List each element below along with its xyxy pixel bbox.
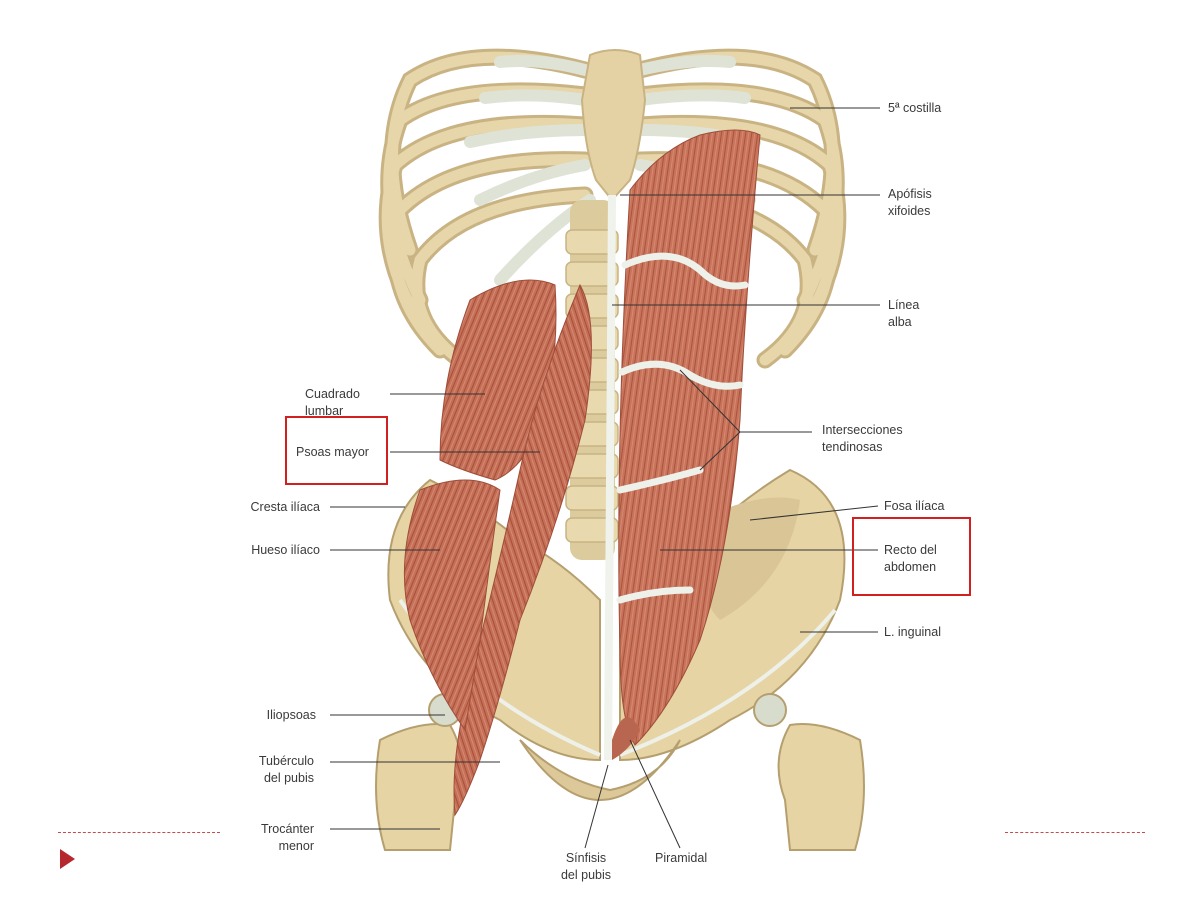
label-trochanter-line2: menor [278,839,314,853]
highlight-box-rectus [852,517,971,596]
rib-cage [378,48,847,369]
label-iliac-crest: Cresta ilíaca [250,500,320,514]
linea-alba [604,194,616,761]
psoas-major-muscle [453,283,592,817]
pyramidalis-muscle [612,717,640,760]
leader-lines [330,107,880,849]
label-inguinal-ligament: L. inguinal [884,625,941,639]
dashed-divider-left [58,832,220,833]
label-iliac-fossa: Fosa ilíaca [884,499,945,513]
label-iliopsoas: Iliopsoas [266,708,316,722]
iliacus-muscle [403,479,501,732]
label-psoas-major: Psoas mayor [296,445,369,459]
play-triangle-icon [60,849,75,869]
label-rectus-line2: abdomen [884,560,937,574]
label-symphysis-line2: del pubis [560,868,612,882]
label-pubic-symphysis: Sínfisis del pubis [556,850,616,884]
label-xiphoid-line1: Apófisis [888,187,932,201]
label-intersections-line2: tendinosas [822,440,883,454]
label-xiphoid-line2: xifoides [888,204,931,218]
label-quadratus-line2: lumbar [305,404,344,418]
label-quadratus-lumborum: Cuadrado lumbar [305,386,360,420]
sternum [580,49,647,202]
label-tendinous-intersections: Intersecciones tendinosas [822,422,903,456]
label-linea-alba-line1: Línea [888,298,920,312]
label-pubic-tubercle-line1: Tubérculo [258,754,314,768]
label-pubic-tubercle-line2: del pubis [263,771,314,785]
label-intersections-line1: Intersecciones [822,423,903,437]
label-linea-alba: Línea alba [888,297,919,331]
label-xiphoid-process: Apófisis xifoides [888,186,932,220]
label-quadratus-line1: Cuadrado [305,387,360,401]
femurs [375,693,865,851]
label-rectus-abdominis: Recto del abdomen [884,542,937,576]
label-iliac-bone: Hueso ilíaco [251,543,320,557]
label-pyramidalis: Piramidal [655,851,708,865]
dashed-divider-right [1005,832,1145,833]
label-trochanter-line1: Trocánter [260,822,314,836]
label-linea-alba-line2: alba [888,315,912,329]
tendinous-intersections [616,252,749,604]
highlight-box-psoas [285,416,388,485]
label-lesser-trochanter: Trocánter menor [200,821,314,855]
label-rectus-line1: Recto del [884,543,937,557]
label-pubic-tubercle: Tubérculo del pubis [200,753,314,787]
label-5th-rib: 5ª costilla [888,101,942,115]
label-symphysis-line1: Sínfisis [565,851,607,865]
